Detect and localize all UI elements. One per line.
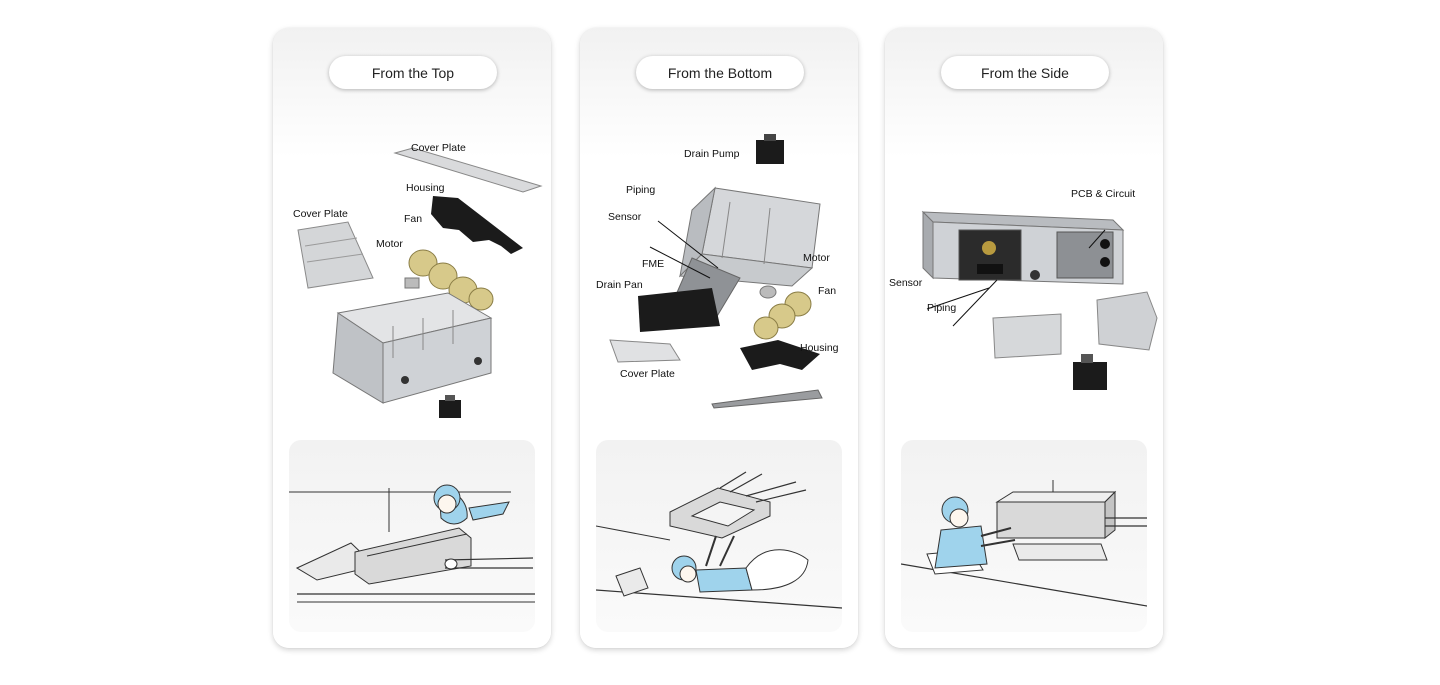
worker-top-access-scene xyxy=(289,440,535,632)
from-the-top-button[interactable]: From the Top xyxy=(329,56,497,89)
side-exploded-illustration xyxy=(921,210,1158,390)
label-piping: Piping xyxy=(626,184,656,196)
label-fme: FME xyxy=(642,258,665,270)
top-exploded-illustration xyxy=(297,147,543,418)
label-cover-plate: Cover Plate xyxy=(620,368,675,380)
label-motor: Motor xyxy=(803,252,830,264)
worker-top-illustration xyxy=(289,484,535,603)
bottom-exploded-diagram: Drain Pump Piping Sensor FME Drain Pan M… xyxy=(580,118,858,418)
top-exploded-diagram: Cover Plate Housing Cover Plate Fan Moto… xyxy=(273,118,551,418)
card-from-the-bottom: From the Bottom xyxy=(580,28,858,648)
label-cover-plate-left: Cover Plate xyxy=(293,208,348,220)
label-fan: Fan xyxy=(404,213,423,225)
from-the-side-button[interactable]: From the Side xyxy=(941,56,1109,89)
label-cover-plate-top: Cover Plate xyxy=(411,142,466,154)
label-housing: Housing xyxy=(800,342,839,354)
label-sensor: Sensor xyxy=(608,211,642,223)
bottom-exploded-illustration xyxy=(609,134,823,409)
label-drain-pan: Drain Pan xyxy=(596,279,643,291)
label-piping: Piping xyxy=(927,302,957,314)
label-drain-pump: Drain Pump xyxy=(684,148,740,160)
label-pcb-circuit: PCB & Circuit xyxy=(1071,188,1136,200)
worker-bottom-illustration xyxy=(596,471,842,609)
label-housing: Housing xyxy=(406,182,445,194)
label-sensor: Sensor xyxy=(889,277,923,289)
side-exploded-diagram: PCB & Circuit Sensor Piping xyxy=(885,118,1163,418)
label-fan: Fan xyxy=(818,285,837,297)
card-from-the-top: From the Top xyxy=(273,28,551,648)
card-from-the-side: From the Side xyxy=(885,28,1163,648)
worker-side-illustration xyxy=(901,480,1147,607)
worker-bottom-access-scene xyxy=(596,440,842,632)
worker-side-access-scene xyxy=(901,440,1147,632)
from-the-bottom-button[interactable]: From the Bottom xyxy=(636,56,804,89)
label-motor: Motor xyxy=(376,238,403,250)
